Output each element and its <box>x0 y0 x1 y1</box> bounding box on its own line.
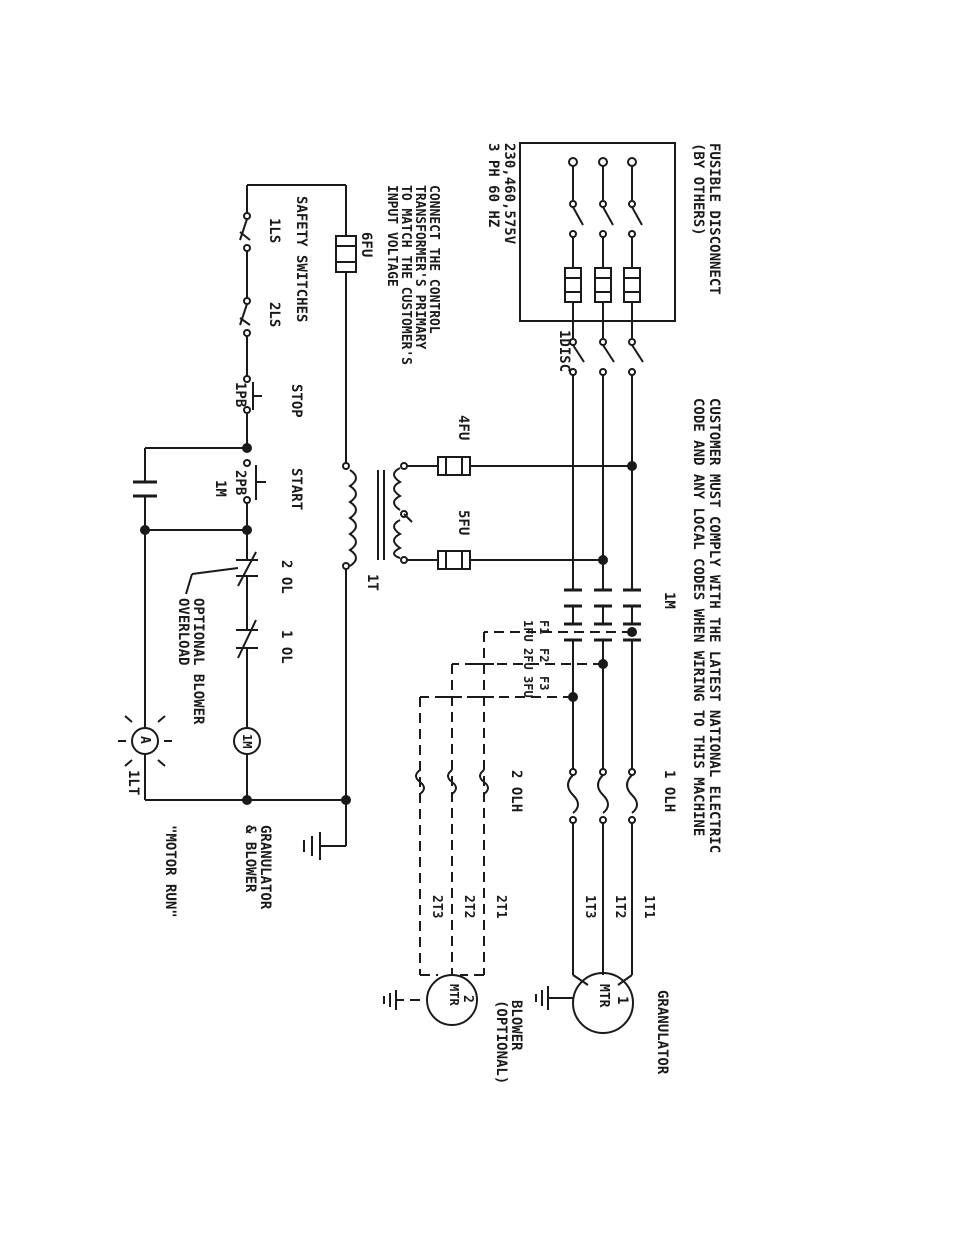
motor2-ground-icon <box>383 990 420 1010</box>
lamp-letter: A <box>137 736 152 744</box>
code-notice-line1: CUSTOMER MUST COMPLY WITH THE LATEST NAT… <box>706 398 722 853</box>
stop-label: STOP <box>288 384 304 418</box>
transformer-note-line4: INPUT VOLTAGE <box>384 185 399 287</box>
overload-2ol-tag: 2 OL <box>278 560 294 594</box>
disconnect-title: FUSIBLE DISCONNECT <box>706 143 722 295</box>
terminal-l1 <box>627 157 637 167</box>
transformer-note-line3: TO MATCH THE CUSTOMER'S <box>398 185 413 365</box>
terminal-2t1: 2T1 <box>493 895 508 919</box>
fuse-4fu-label: 4FU <box>455 415 471 440</box>
blower-fuse-1fu: 1FU <box>521 620 535 642</box>
fuse-6fu <box>335 235 357 273</box>
granulator-motor-symbol <box>572 972 634 1034</box>
fuse-5fu-label: 5FU <box>455 510 471 535</box>
supply-voltage: 230,460,575V <box>501 143 517 245</box>
start-label: START <box>288 468 304 510</box>
seal-in-contact-tag: 1M <box>212 480 228 497</box>
control-transformer-1t <box>342 462 413 570</box>
motor-run-label: "MOTOR RUN" <box>162 825 178 918</box>
blower-motor-symbol <box>426 974 478 1026</box>
transformer-note-line1: CONNECT THE CONTROL <box>426 185 441 334</box>
contactor-1m-main <box>564 588 641 770</box>
disconnect-tag: 1DISC <box>556 330 572 372</box>
limit-switch-1ls: 1LS <box>266 218 282 243</box>
terminal-1t3: 1T3 <box>582 895 597 918</box>
lamp-tag: 1LT <box>125 770 141 795</box>
terminal-1t1: 1T1 <box>641 895 656 919</box>
motor1-label: GRANULATOR <box>654 990 670 1075</box>
phase-lines <box>564 157 644 590</box>
terminal-2t3: 2T3 <box>429 895 444 918</box>
overload-1ol-tag: 1 OL <box>278 630 294 664</box>
coil-label-blower: & BLOWER <box>242 825 258 893</box>
transformer-fuses <box>406 456 632 570</box>
overload-heaters-1olh <box>567 768 638 986</box>
contactor-label: 1M <box>661 592 677 609</box>
terminal-1t2: 1T2 <box>612 895 627 918</box>
blower-fuse-3fu: 3FU <box>521 676 535 698</box>
terminal-l3 <box>568 157 578 167</box>
disconnect-subtitle: (BY OTHERS) <box>690 143 706 236</box>
control-circuit <box>118 184 357 860</box>
fuse-6fu-label: 6FU <box>358 232 374 257</box>
safety-switches-label: SAFETY SWITCHES <box>293 196 309 322</box>
motor1-tag: MTR <box>596 984 611 1008</box>
motor2-number: 2 <box>460 995 475 1003</box>
coil-label-granulator: GRANULATOR <box>257 825 273 910</box>
motor2-optional: (OPTIONAL) <box>493 1000 509 1084</box>
blower-fuse-2fu: 2FU <box>521 648 535 670</box>
stop-pb-tag: 1PB <box>232 382 248 407</box>
motor1-ground-icon <box>535 986 573 1010</box>
blower-fuse-f3: F3 <box>537 676 551 690</box>
fusible-disconnect-box <box>519 142 676 322</box>
motor2-label: BLOWER <box>508 1000 524 1051</box>
terminal-2t2: 2T2 <box>461 895 476 918</box>
coil-tag: 1M <box>240 734 254 748</box>
transformer-label: 1T <box>364 574 380 591</box>
overload-2olh-label: 2 OLH <box>508 770 524 812</box>
motor2-tag: MTR <box>447 984 461 1006</box>
blower-branch <box>415 631 632 976</box>
start-pb-tag: 2PB <box>232 470 248 495</box>
supply-phase: 3 PH 60 HZ <box>485 143 501 227</box>
optional-blower-label: OPTIONAL BLOWER <box>190 598 206 725</box>
transformer-note-line2: TRANSFORMER'S PRIMARY <box>412 185 427 350</box>
blower-fuse-f2: F2 <box>537 648 551 662</box>
code-notice-line2: CODE AND ANY LOCAL CODES WHEN WIRING TO … <box>690 398 706 836</box>
limit-switch-2ls: 2LS <box>266 302 282 327</box>
optional-overload-label: OVERLOAD <box>175 598 191 665</box>
terminal-l2 <box>598 157 608 167</box>
blower-fuse-f1: F1 <box>537 620 551 634</box>
motor1-number: 1 <box>614 996 630 1004</box>
overload-1olh-label: 1 OLH <box>661 770 677 812</box>
